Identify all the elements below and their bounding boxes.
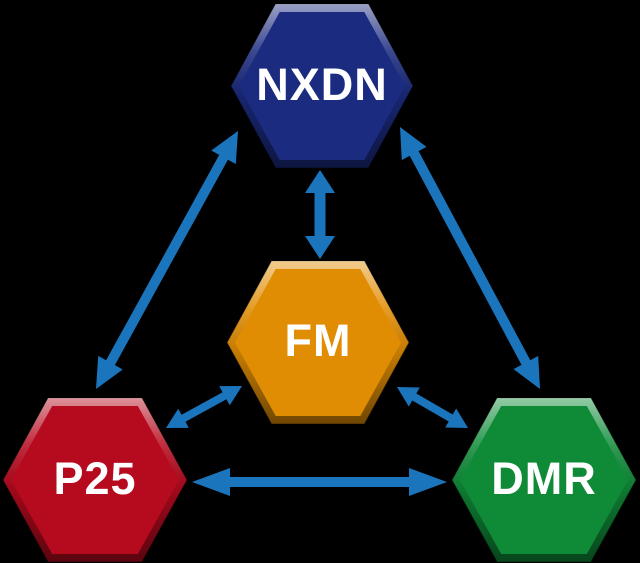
arrow-fm-dmr: [397, 387, 468, 428]
arrow-nxdn-p25: [96, 131, 238, 389]
node-label-p25: P25: [53, 452, 137, 504]
arrow-nxdn-dmr: [400, 127, 540, 389]
node-hex-dmr: [451, 397, 637, 563]
arrow-nxdn-fm: [305, 170, 335, 259]
node-hex-nxdn: [230, 3, 414, 169]
node-label-fm: FM: [284, 314, 352, 366]
node-hex-p25: [2, 397, 188, 563]
node-label-dmr: DMR: [491, 452, 597, 504]
arrow-fm-p25: [166, 386, 242, 428]
arrow-p25-dmr: [192, 468, 447, 496]
node-label-nxdn: NXDN: [256, 58, 388, 110]
node-hex-fm: [226, 260, 410, 425]
